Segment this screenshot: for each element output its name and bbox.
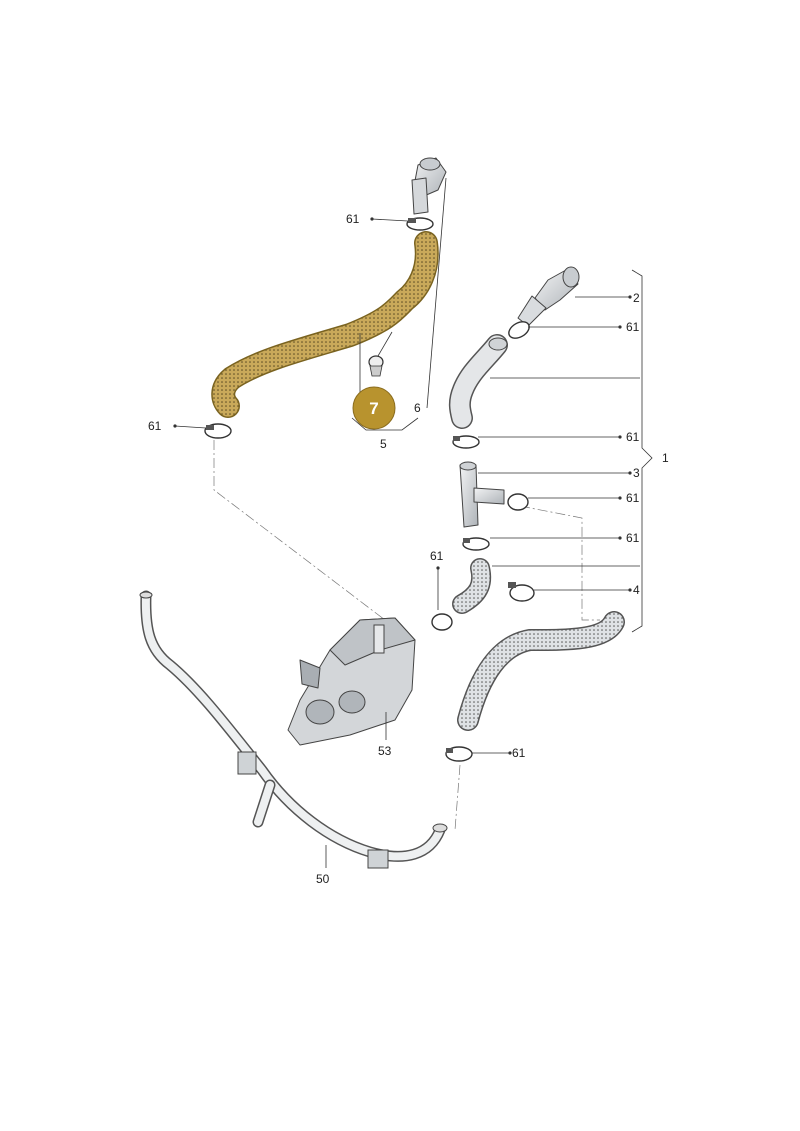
short-hose[interactable]	[452, 558, 492, 614]
callout-61-r2: 61	[626, 430, 640, 444]
hose-clamp-right-5[interactable]	[431, 613, 453, 631]
t-piece-part-3[interactable]	[459, 461, 505, 528]
coolant-housing-part-53[interactable]	[287, 617, 416, 746]
long-lower-hose[interactable]	[457, 611, 625, 731]
callout-5: 5	[380, 437, 387, 451]
quick-connector-part-2[interactable]	[517, 266, 580, 327]
hose-clamp-right-1[interactable]	[506, 318, 532, 341]
callout-61-left: 61	[148, 419, 162, 433]
callout-3: 3	[633, 466, 640, 480]
callout-53: 53	[378, 744, 392, 758]
callout-61-mid: 61	[430, 549, 444, 563]
hose-clamp-part-4[interactable]	[508, 582, 535, 602]
connection-lines	[213, 440, 600, 831]
hose-clamp-bottom[interactable]	[445, 746, 473, 762]
hose-clamp-right-3[interactable]	[507, 493, 529, 511]
leader-lines	[173, 177, 653, 868]
coolant-pipe-part-50[interactable]	[139, 590, 448, 869]
callout-61-bottom: 61	[512, 746, 526, 760]
callout-61-top: 61	[346, 212, 360, 226]
callout-61-r3: 61	[626, 491, 640, 505]
highlighted-hose-part-7[interactable]	[211, 231, 439, 418]
callout-1: 1	[662, 451, 669, 465]
callout-50: 50	[316, 872, 330, 886]
hose-clamp-right-2[interactable]	[452, 435, 480, 449]
callout-labels: 61 61 6 5 2 61 61 3 1 61 61 4 61 61 53 5…	[148, 212, 669, 886]
elbow-connector-part-6[interactable]	[411, 157, 447, 215]
callout-61-r1: 61	[626, 320, 640, 334]
formed-hose-upper[interactable]	[448, 334, 508, 429]
hose-clamp-left[interactable]	[204, 423, 232, 439]
callout-6: 6	[414, 401, 421, 415]
hose-clamp-right-4[interactable]	[462, 537, 490, 551]
callout-2: 2	[633, 291, 640, 305]
callout-4: 4	[633, 583, 640, 597]
retaining-clip-part-5[interactable]	[368, 355, 384, 377]
part-7-badge[interactable]: 7	[352, 386, 396, 430]
callout-61-r4: 61	[626, 531, 640, 545]
hose-clamp-top[interactable]	[406, 217, 434, 231]
part-7-badge-label: 7	[369, 399, 378, 418]
